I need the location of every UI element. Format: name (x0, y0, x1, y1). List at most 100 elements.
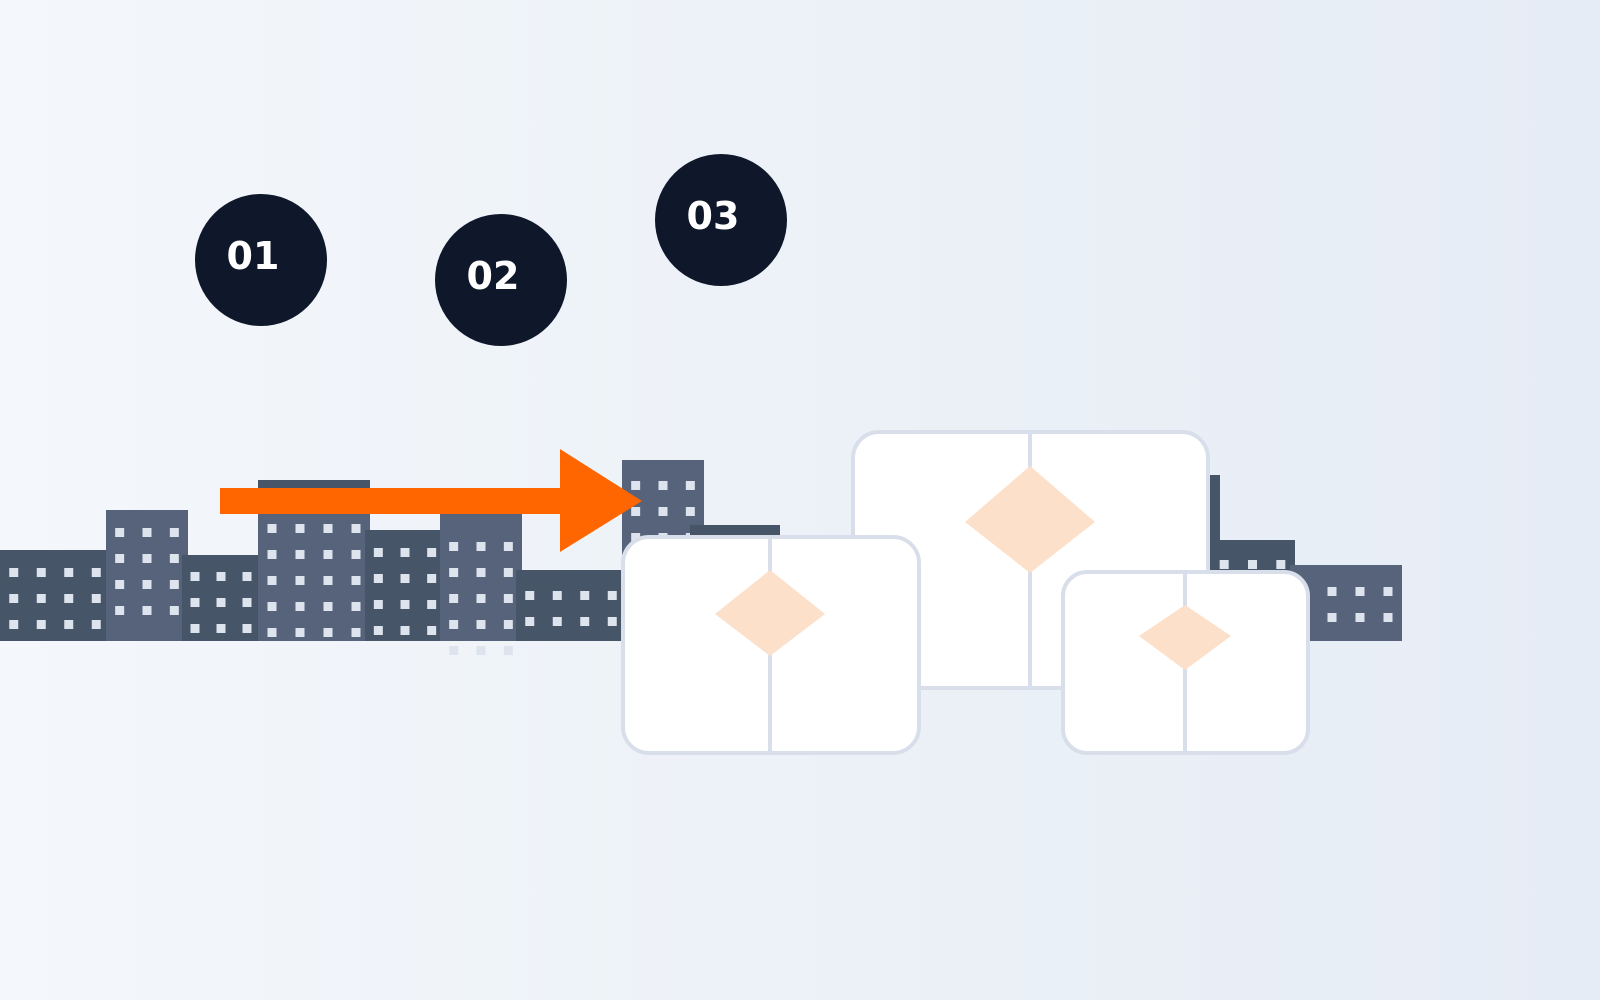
building-window (607, 617, 617, 626)
building-window (169, 580, 179, 589)
building-window (169, 606, 179, 615)
building-window (552, 591, 562, 600)
building-window (449, 542, 459, 551)
building-window (267, 524, 277, 533)
building-window (400, 574, 410, 583)
building-window (9, 568, 19, 577)
building-window (190, 598, 200, 607)
building-window (242, 598, 252, 607)
building-window (351, 628, 361, 637)
building-window (91, 620, 101, 629)
building-window (115, 606, 125, 615)
building-window (503, 594, 513, 603)
building-window (580, 617, 590, 626)
building-window (552, 617, 562, 626)
building-window (427, 548, 437, 557)
building-window (1248, 560, 1257, 569)
building-window (476, 594, 486, 603)
building-window (36, 594, 46, 603)
building-window (685, 507, 695, 516)
building-roof (258, 480, 370, 490)
building-window (427, 600, 437, 609)
building-window (373, 548, 383, 557)
step-number: 01 (226, 234, 280, 278)
building-window (476, 542, 486, 551)
building-window (373, 574, 383, 583)
building-window (323, 602, 333, 611)
building-window (216, 572, 226, 581)
building-window (1383, 613, 1393, 622)
building-window (295, 576, 305, 585)
building-window (503, 542, 513, 551)
step-badge-2: 02 (435, 214, 567, 346)
building-window (142, 580, 152, 589)
building-window (658, 507, 668, 516)
building-window (449, 646, 459, 655)
building-window (91, 594, 101, 603)
building-window (267, 628, 277, 637)
building-window (9, 594, 19, 603)
building-window (476, 568, 486, 577)
package-box-icon (621, 535, 921, 755)
building-window (142, 554, 152, 563)
building-window (351, 524, 361, 533)
building-window (351, 550, 361, 559)
building-window (373, 600, 383, 609)
building-window (295, 628, 305, 637)
building-window (9, 620, 19, 629)
building-window (115, 554, 125, 563)
building-window (658, 481, 668, 490)
building-window (1219, 560, 1229, 569)
step-number: 02 (466, 254, 520, 298)
building-window (685, 481, 695, 490)
building-window (323, 628, 333, 637)
package-box-icon (1061, 570, 1310, 755)
building-window (267, 602, 277, 611)
building-window (427, 626, 437, 635)
building-window (115, 528, 125, 537)
step-number: 03 (686, 194, 740, 238)
building-window (323, 550, 333, 559)
building-window (400, 626, 410, 635)
building-window (400, 600, 410, 609)
building-window (91, 568, 101, 577)
building-window (351, 602, 361, 611)
building-window (295, 550, 305, 559)
step-badge-3: 03 (655, 154, 787, 286)
building-window (36, 620, 46, 629)
building-window (323, 524, 333, 533)
building-window (1276, 560, 1286, 569)
building-window (449, 594, 459, 603)
building-window (295, 524, 305, 533)
building-window (1327, 613, 1337, 622)
building-window (427, 574, 437, 583)
building (0, 550, 110, 641)
building-window (64, 620, 74, 629)
building-window (525, 591, 535, 600)
building-window (1355, 587, 1365, 596)
building-window (503, 568, 513, 577)
building-window (142, 528, 152, 537)
building-window (36, 568, 46, 577)
building-window (242, 572, 252, 581)
arrow-right-icon (220, 449, 642, 552)
building-window (1355, 613, 1365, 622)
building-window (267, 576, 277, 585)
step-badge-1: 01 (195, 194, 327, 326)
building-window (190, 624, 200, 633)
building-window (267, 550, 277, 559)
building-window (631, 481, 641, 490)
building-window (323, 576, 333, 585)
building-window (631, 507, 641, 516)
building-window (449, 620, 459, 629)
building-window (400, 548, 410, 557)
building-window (1327, 587, 1337, 596)
building-window (64, 594, 74, 603)
building-window (115, 580, 125, 589)
building-window (169, 528, 179, 537)
building-window (476, 646, 486, 655)
building-window (169, 554, 179, 563)
building-window (64, 568, 74, 577)
building-window (216, 598, 226, 607)
